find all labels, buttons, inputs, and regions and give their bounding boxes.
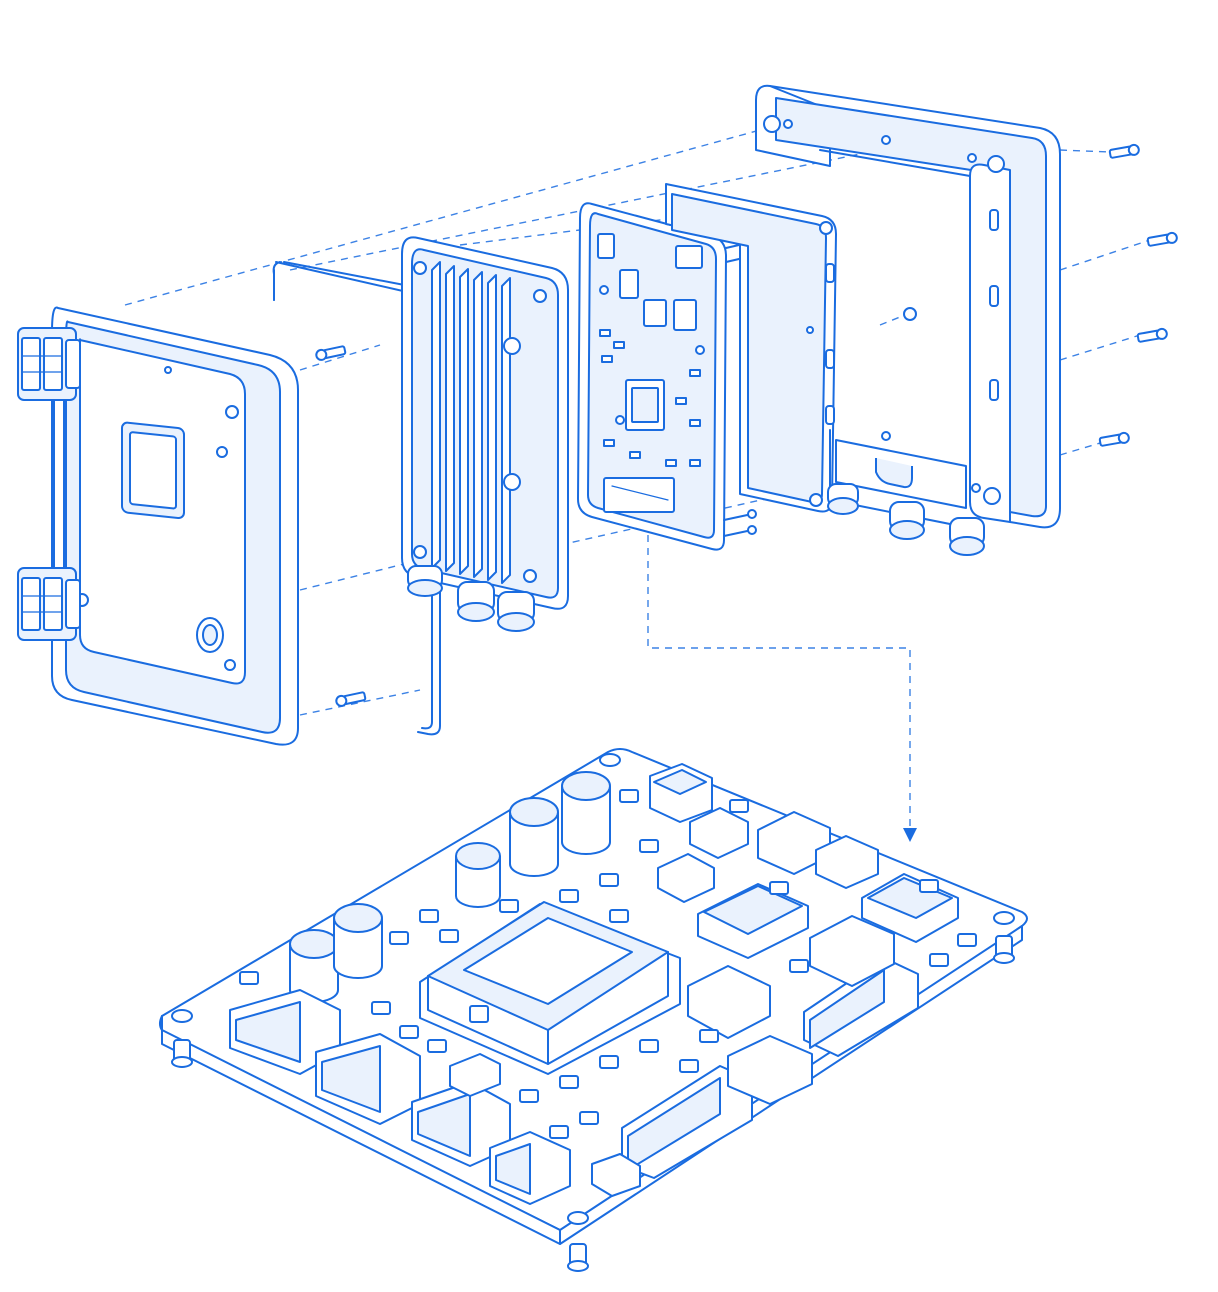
cable-glands-heatsink bbox=[407, 565, 535, 632]
front-cover bbox=[17, 306, 299, 746]
terminal-blocks bbox=[229, 957, 919, 1205]
shielded-module bbox=[419, 901, 681, 1075]
hinge-top bbox=[17, 327, 81, 401]
screws-right bbox=[903, 143, 1178, 447]
smd-components bbox=[239, 789, 977, 1139]
cable-glands-housing bbox=[827, 483, 985, 556]
detail-callout-arrow bbox=[647, 535, 917, 842]
pcb-detail bbox=[159, 748, 1028, 1272]
enclosure-housing bbox=[755, 84, 1061, 556]
capacitors bbox=[289, 771, 611, 1003]
circuit-board bbox=[577, 202, 757, 551]
pcb-small-components bbox=[599, 285, 705, 467]
heatsink-fins bbox=[431, 261, 511, 584]
heatsink bbox=[401, 236, 569, 632]
screws-front bbox=[315, 345, 367, 707]
ics-and-connectors bbox=[449, 763, 959, 1197]
pcb-detail-standoffs bbox=[171, 753, 1015, 1272]
hinge-bottom bbox=[17, 567, 81, 641]
